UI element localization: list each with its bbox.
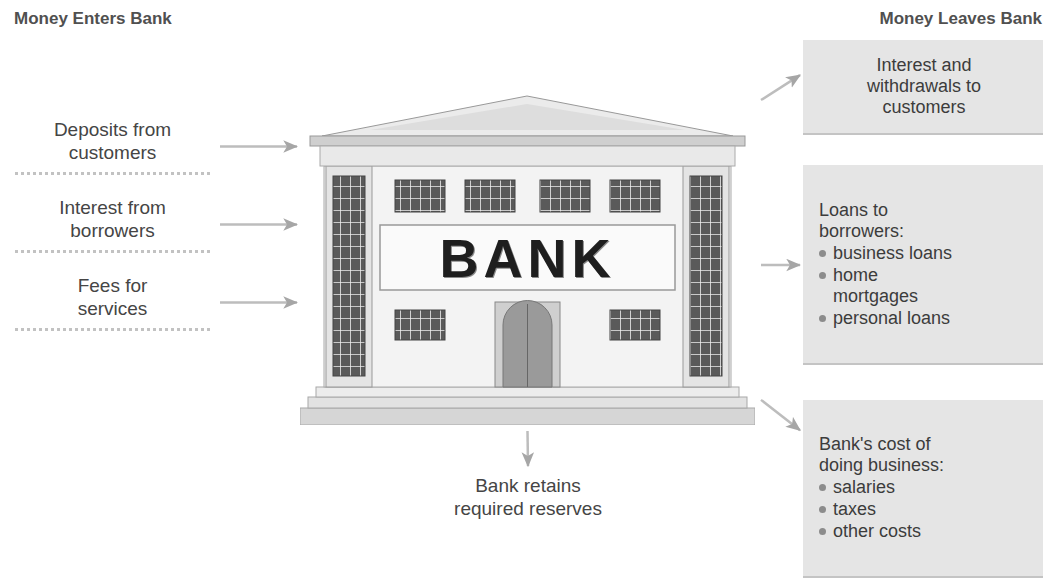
bank-sign-text: BANK (440, 229, 616, 287)
bullet-row: other costs (819, 521, 921, 542)
bullet-row: home mortgages (819, 265, 961, 307)
heading-holder: Money Leaves Bank (879, 9, 1042, 29)
bullet-text: personal loans (833, 308, 950, 329)
flow-arrow (220, 145, 297, 148)
bank-building: BANK (300, 90, 755, 425)
flow-arrow (761, 75, 800, 100)
bullet-text: other costs (833, 521, 921, 542)
box-text: Loans to borrowers: (819, 200, 924, 242)
bullet-dot (819, 315, 826, 322)
bullet-row: personal loans (819, 308, 950, 329)
inflow-text: Fees for services (43, 274, 183, 320)
inflow-item: Deposits from customers (15, 118, 210, 175)
flow-arrow (220, 301, 297, 304)
outflow-box: Loans to borrowers:business loanshome mo… (803, 165, 1043, 365)
bullet-text: salaries (833, 477, 895, 498)
box-text: Bank's cost of doing business: (819, 434, 954, 476)
bullet-text: business loans (833, 243, 952, 264)
bullet-text: home mortgages (833, 265, 961, 307)
bullet-row: taxes (819, 499, 876, 520)
bullet-dot (819, 484, 826, 491)
flow-arrow (220, 223, 297, 226)
box-text: Interest and withdrawals to customers (849, 55, 999, 118)
box-heading-row: Interest and withdrawals to customers (849, 55, 999, 118)
bullet-dot (819, 528, 826, 535)
inflow-item: Interest from borrowers (15, 196, 210, 253)
flow-arrow (761, 264, 800, 267)
box-heading-row: Bank's cost of doing business: (819, 434, 954, 476)
inflow-heading: Money Enters Bank (14, 9, 172, 29)
bullet-dot (819, 250, 826, 257)
bullet-dot (819, 272, 826, 279)
reserve-text: Bank retains required reserves (446, 474, 611, 520)
reserve-item: Bank retains required reserves (418, 470, 638, 524)
flow-arrow (761, 400, 800, 430)
outflow-box: Interest and withdrawals to customers (803, 40, 1043, 135)
inflow-item: Fees for services (15, 274, 210, 331)
outflow-heading: Money Leaves Bank (879, 9, 1042, 29)
inflow-text: Interest from borrowers (43, 196, 183, 242)
bullet-row: business loans (819, 243, 952, 264)
heading-holder: Money Enters Bank (14, 9, 172, 29)
box-heading-row: Loans to borrowers: (819, 200, 924, 242)
outflow-box: Bank's cost of doing business:salariesta… (803, 400, 1043, 578)
flow-arrow (526, 431, 529, 466)
bullet-text: taxes (833, 499, 876, 520)
bullet-dot (819, 506, 826, 513)
bank-sign: BANK (380, 225, 675, 290)
bullet-row: salaries (819, 477, 895, 498)
inflow-text: Deposits from customers (43, 118, 183, 164)
